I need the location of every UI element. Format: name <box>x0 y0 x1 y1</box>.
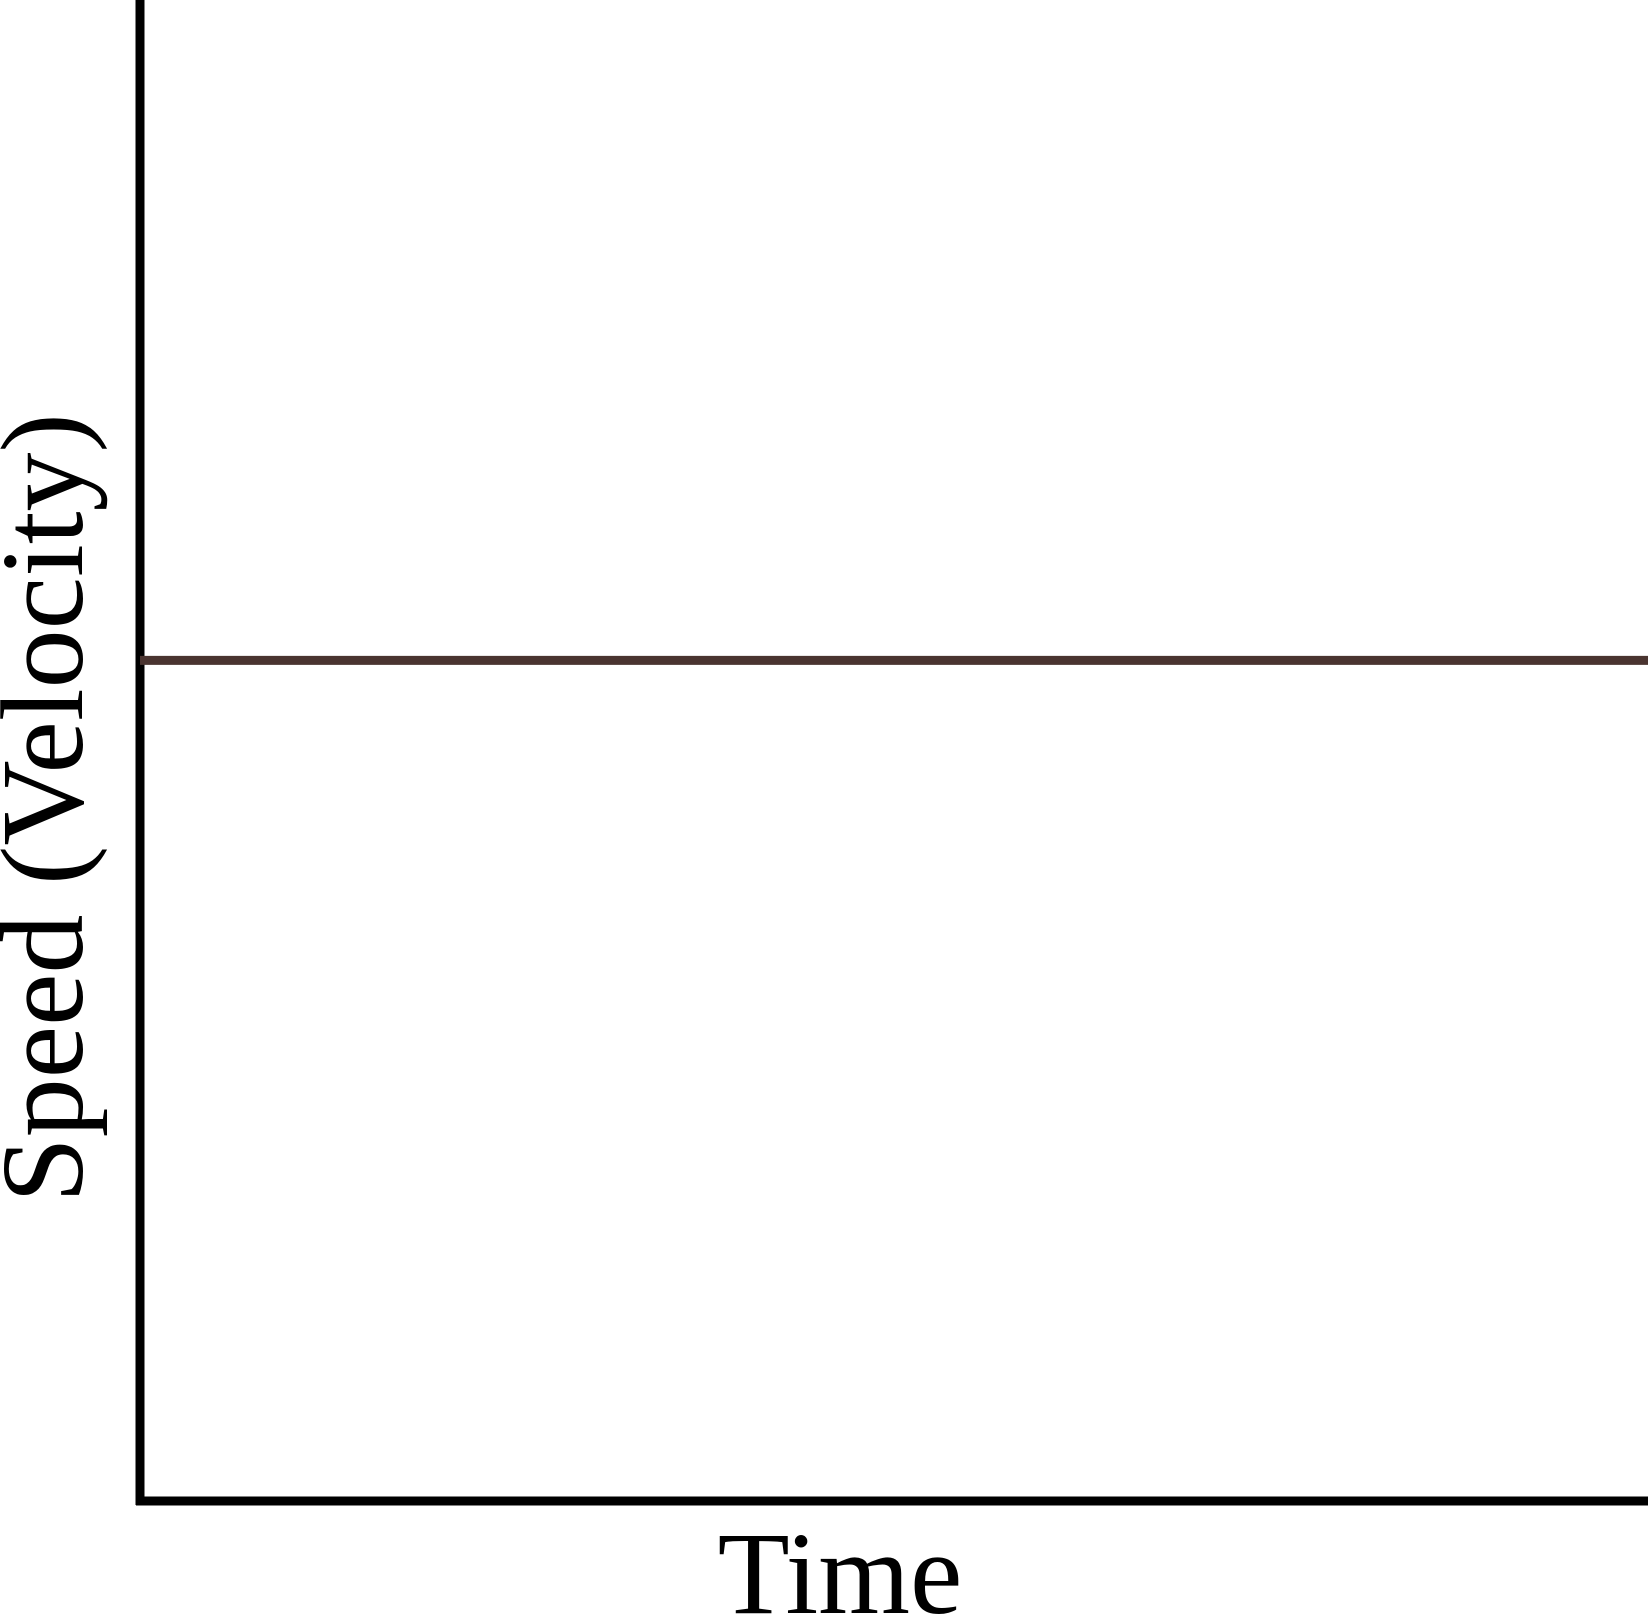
y-axis-label: Speed (Velocity) <box>0 413 108 1203</box>
x-axis-label: Time <box>718 1508 963 1622</box>
